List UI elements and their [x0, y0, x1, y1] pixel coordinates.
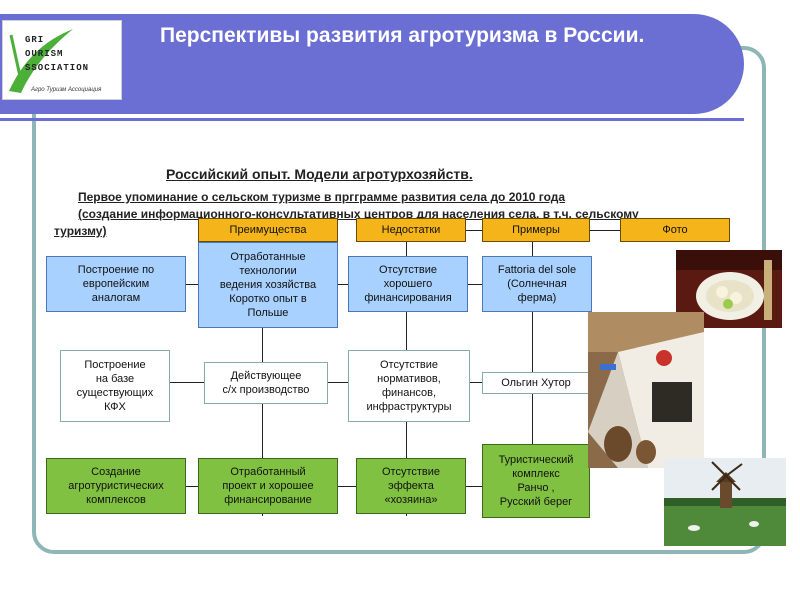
section-title: Российский опыт. Модели агротурхозяйств. — [166, 166, 473, 182]
row2-advantage: Действующее с/х производство — [204, 362, 328, 404]
section-note-line-3: туризму) — [54, 224, 107, 238]
windmill-landscape-image — [664, 458, 786, 546]
row3-disadvantage: Отсутствие эффекта «хозяина» — [356, 458, 466, 514]
photo-stove — [588, 312, 704, 468]
row1-example: Fattoria del sole (Солнечная ферма) — [482, 256, 592, 312]
section-note-line-1: Первое упоминание о сельском туризме в п… — [78, 190, 566, 204]
connector — [590, 230, 620, 231]
photo-windmill — [664, 458, 786, 546]
connector — [466, 230, 482, 231]
row1-advantage: Отработанные технологии ведения хозяйств… — [198, 242, 338, 328]
row2-disadvantage: Отсутствие нормативов, финансов, инфраст… — [348, 350, 470, 422]
logo-line-2: OURISM — [25, 49, 64, 59]
row3-advantage: Отработанный проект и хорошее финансиров… — [198, 458, 338, 514]
header-advantages: Преимущества — [198, 218, 338, 242]
row3-example: Туристический комплекс Ранчо , Русский б… — [482, 444, 590, 518]
row3-model: Создание агротуристических комплексов — [46, 458, 186, 514]
logo-line-1: GRI — [25, 35, 45, 45]
header-underline — [0, 118, 744, 121]
header-band — [0, 14, 744, 114]
header-disadvantages: Недостатки — [356, 218, 466, 242]
row1-model: Построение по европейским аналогам — [46, 256, 186, 312]
page-title: Перспективы развития агротуризма в Росси… — [160, 24, 645, 47]
agritourism-logo: GRI OURISM SSOCIATION Агро Туризм Ассоци… — [2, 20, 122, 100]
row2-example: Ольгин Хутор — [482, 372, 590, 394]
row2-model: Построение на базе существующих КФХ — [60, 350, 170, 422]
header-photo: Фото — [620, 218, 730, 242]
logo-line-3: SSOCIATION — [25, 63, 90, 73]
logo-caption: Агро Туризм Ассоциация — [31, 87, 102, 93]
section-note-line-2: (создание информационного-консультативны… — [78, 207, 639, 221]
russian-stove-image — [588, 312, 704, 468]
row1-disadvantage: Отсутствие хорошего финансирования — [348, 256, 468, 312]
logo-mark-icon — [9, 29, 73, 93]
header-examples: Примеры — [482, 218, 590, 242]
